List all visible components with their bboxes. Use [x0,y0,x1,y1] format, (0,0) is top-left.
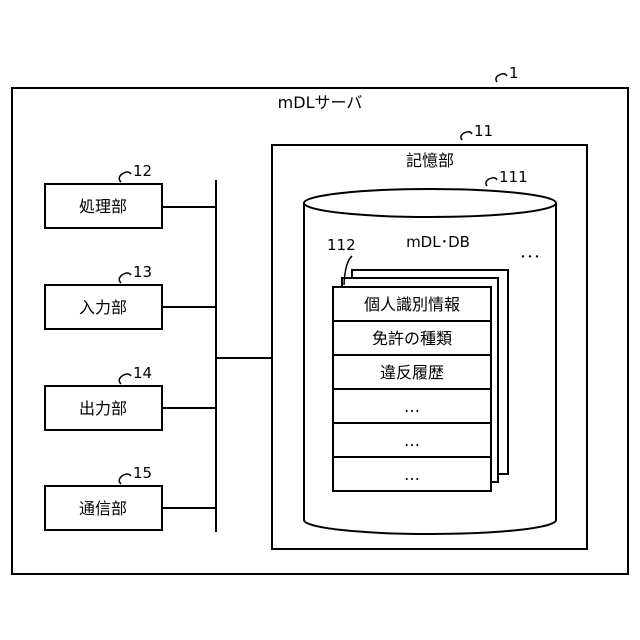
database-label: mDL･DB [406,233,470,251]
record-field: 免許の種類 [372,329,452,348]
processing-unit-label: 処理部 [79,197,127,216]
record-field: … [404,397,420,416]
database-more: ･･･ [520,250,541,266]
record-field: 違反履歴 [380,363,444,382]
processing-unit-ref: 12 [133,162,152,180]
storage-label: 記憶部 [406,151,454,170]
output-unit-ref: 14 [133,364,152,382]
record-field: … [404,431,420,450]
communication-unit-label: 通信部 [79,499,127,518]
output-unit-label: 出力部 [79,399,127,418]
record-ref: 112 [327,236,356,254]
input-unit-ref: 13 [133,263,152,281]
input-unit-label: 入力部 [79,298,127,317]
database-ref: 111 [499,168,528,186]
record-field: … [404,465,420,484]
server-ref-leader [496,74,507,82]
record-front [333,287,491,491]
storage-ref: 11 [474,122,493,140]
server-ref: 1 [509,64,519,82]
record-field: 個人識別情報 [364,295,460,314]
server-label: mDLサーバ [278,93,363,112]
communication-unit-ref: 15 [133,464,152,482]
